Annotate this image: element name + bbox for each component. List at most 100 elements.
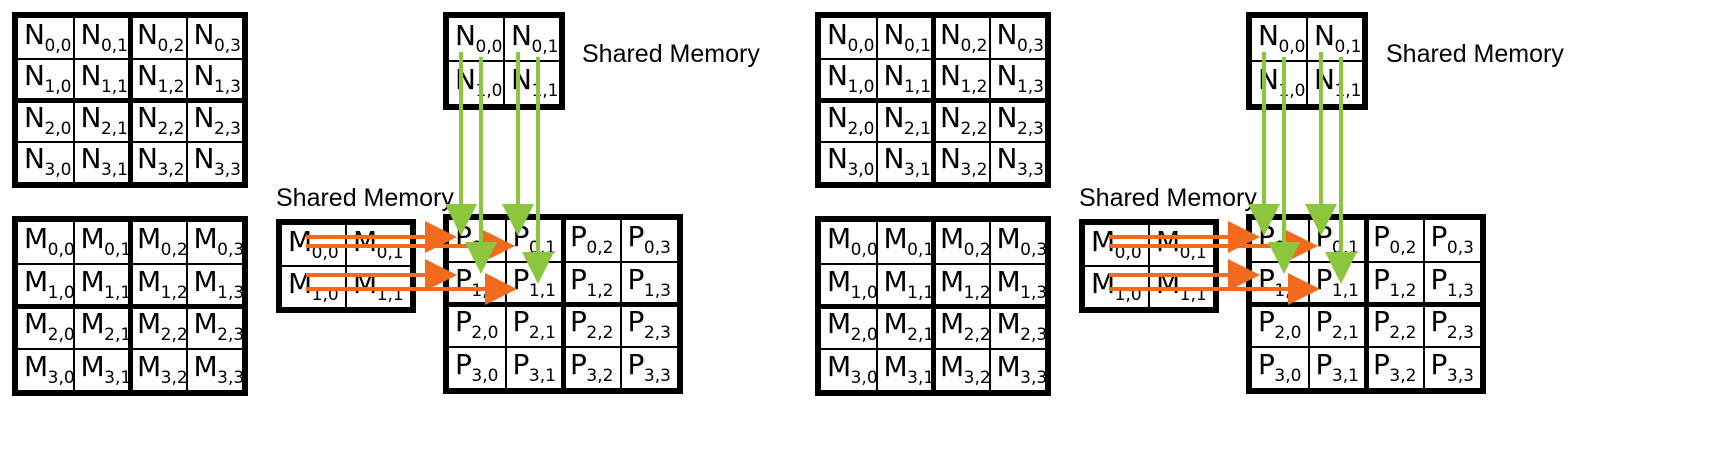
cell-label: M2,0 — [827, 307, 878, 346]
matrix-cell: M0,0 — [1084, 224, 1149, 266]
cell-label: P0,2 — [570, 220, 614, 259]
cell-label: N3,3 — [193, 142, 242, 181]
matrix-cell: N1,1 — [1307, 61, 1363, 105]
cell-label: N2,2 — [137, 100, 185, 139]
cell-label: N1,1 — [883, 59, 932, 98]
cell-label: M0,1 — [883, 222, 935, 261]
cell-label: N3,1 — [80, 142, 129, 181]
tile-separator — [820, 303, 1046, 309]
cell-label: N3,3 — [996, 142, 1045, 181]
matrix-cell: M1,0 — [1084, 266, 1149, 308]
cell-label: N0,2 — [940, 17, 988, 56]
matrix-cell: N1,0 — [448, 61, 504, 105]
cell-label: N2,0 — [827, 100, 875, 139]
cell-label: N1,2 — [137, 59, 185, 98]
matrix-cell: P0,2 — [1366, 219, 1424, 262]
cell-label: M2,3 — [996, 307, 1048, 346]
matrix-cell: P1,1 — [505, 261, 563, 304]
cell-label: N1,0 — [455, 63, 503, 101]
cell-label: P3,3 — [627, 347, 671, 386]
cell-label: P0,3 — [1430, 220, 1474, 259]
cell-label: N2,2 — [940, 100, 988, 139]
cell-label: M1,1 — [80, 264, 132, 303]
matrix-cell: N3,2 — [130, 141, 187, 183]
matrix-cell: M0,2 — [130, 221, 188, 264]
cell-label: P2,2 — [1373, 305, 1417, 344]
cell-label: P1,0 — [1258, 262, 1302, 301]
matrix-cell: P0,0 — [1251, 219, 1309, 262]
matrix-cell: N1,2 — [933, 58, 990, 100]
cell-label: N1,3 — [996, 59, 1045, 98]
cell-label: P3,1 — [512, 347, 556, 386]
cell-label: N3,2 — [137, 142, 185, 181]
cell-label: M3,1 — [883, 349, 935, 388]
matrix-cell: N0,2 — [933, 17, 990, 59]
matrix-cell: N2,2 — [933, 100, 990, 142]
matrix-cell: M0,1 — [1149, 224, 1214, 266]
cell-label: N1,0 — [24, 59, 72, 98]
cell-label: N0,1 — [1314, 19, 1362, 57]
matrix-cell: P1,3 — [620, 261, 678, 304]
cell-label: M0,3 — [996, 222, 1048, 261]
matrix-cell: M1,0 — [820, 263, 878, 306]
cell-label: P2,2 — [570, 305, 614, 344]
matrix-cell: P0,2 — [563, 219, 621, 262]
cell-label: M1,3 — [996, 264, 1048, 303]
matrix-cell: N1,1 — [504, 61, 560, 105]
matrix-cell: P3,3 — [1423, 346, 1481, 389]
matrix-cell: M0,2 — [933, 221, 991, 264]
cell-label: N2,0 — [24, 100, 72, 139]
cell-label: P1,2 — [1373, 262, 1417, 301]
matrix-cell: N1,1 — [73, 58, 130, 100]
matrix-cell: P0,1 — [1308, 219, 1366, 262]
matrix-cell: N1,0 — [1251, 61, 1307, 105]
cell-label: P0,0 — [1258, 220, 1302, 259]
matrix-cell: N2,3 — [186, 100, 243, 142]
cell-label: M3,2 — [137, 349, 188, 388]
cell-label: M0,3 — [193, 222, 245, 261]
matrix-cell: N3,1 — [876, 141, 933, 183]
matrix-cell: N0,1 — [1307, 17, 1363, 61]
cell-label: P2,0 — [455, 305, 499, 344]
matrix-cell: N1,3 — [989, 58, 1046, 100]
matrix-cell: M1,1 — [346, 266, 411, 308]
matrix-cell: N0,0 — [448, 17, 504, 61]
cell-label: P1,1 — [512, 262, 556, 301]
cell-label: M2,2 — [137, 307, 188, 346]
cell-label: M0,1 — [353, 225, 404, 263]
matrix-cell: N0,2 — [130, 17, 187, 59]
cell-label: N1,3 — [193, 59, 242, 98]
matrix-cell: M0,0 — [820, 221, 878, 264]
cell-label: N3,0 — [827, 142, 875, 181]
matrix-cell: N2,3 — [989, 100, 1046, 142]
matrix-cell: P1,1 — [1308, 261, 1366, 304]
matrix-cell: P3,2 — [1366, 346, 1424, 389]
tile-separator — [17, 97, 243, 103]
matrix-cell: M2,0 — [17, 306, 75, 349]
matrix-cell: N0,0 — [1251, 17, 1307, 61]
cell-label: P3,1 — [1315, 347, 1359, 386]
cell-label: N0,2 — [137, 17, 185, 56]
cell-label: N3,0 — [24, 142, 72, 181]
cell-label: P0,2 — [1373, 220, 1417, 259]
cell-label: P3,2 — [570, 347, 614, 386]
cell-label: N0,3 — [193, 17, 242, 56]
matrix-cell: P1,0 — [1251, 261, 1309, 304]
matrix-cell: P3,0 — [1251, 346, 1309, 389]
matrix-cell: M3,0 — [17, 348, 75, 391]
cell-label: P2,1 — [512, 305, 556, 344]
matrix-cell: P2,2 — [1366, 304, 1424, 347]
matrix-cell: M3,1 — [876, 348, 935, 391]
matrix-cell: M3,2 — [933, 348, 991, 391]
cell-label: P3,3 — [1430, 347, 1474, 386]
matrix-cell: N0,0 — [17, 17, 74, 59]
matrix-cell: M1,0 — [17, 263, 75, 306]
matrix-cell: N1,1 — [876, 58, 933, 100]
